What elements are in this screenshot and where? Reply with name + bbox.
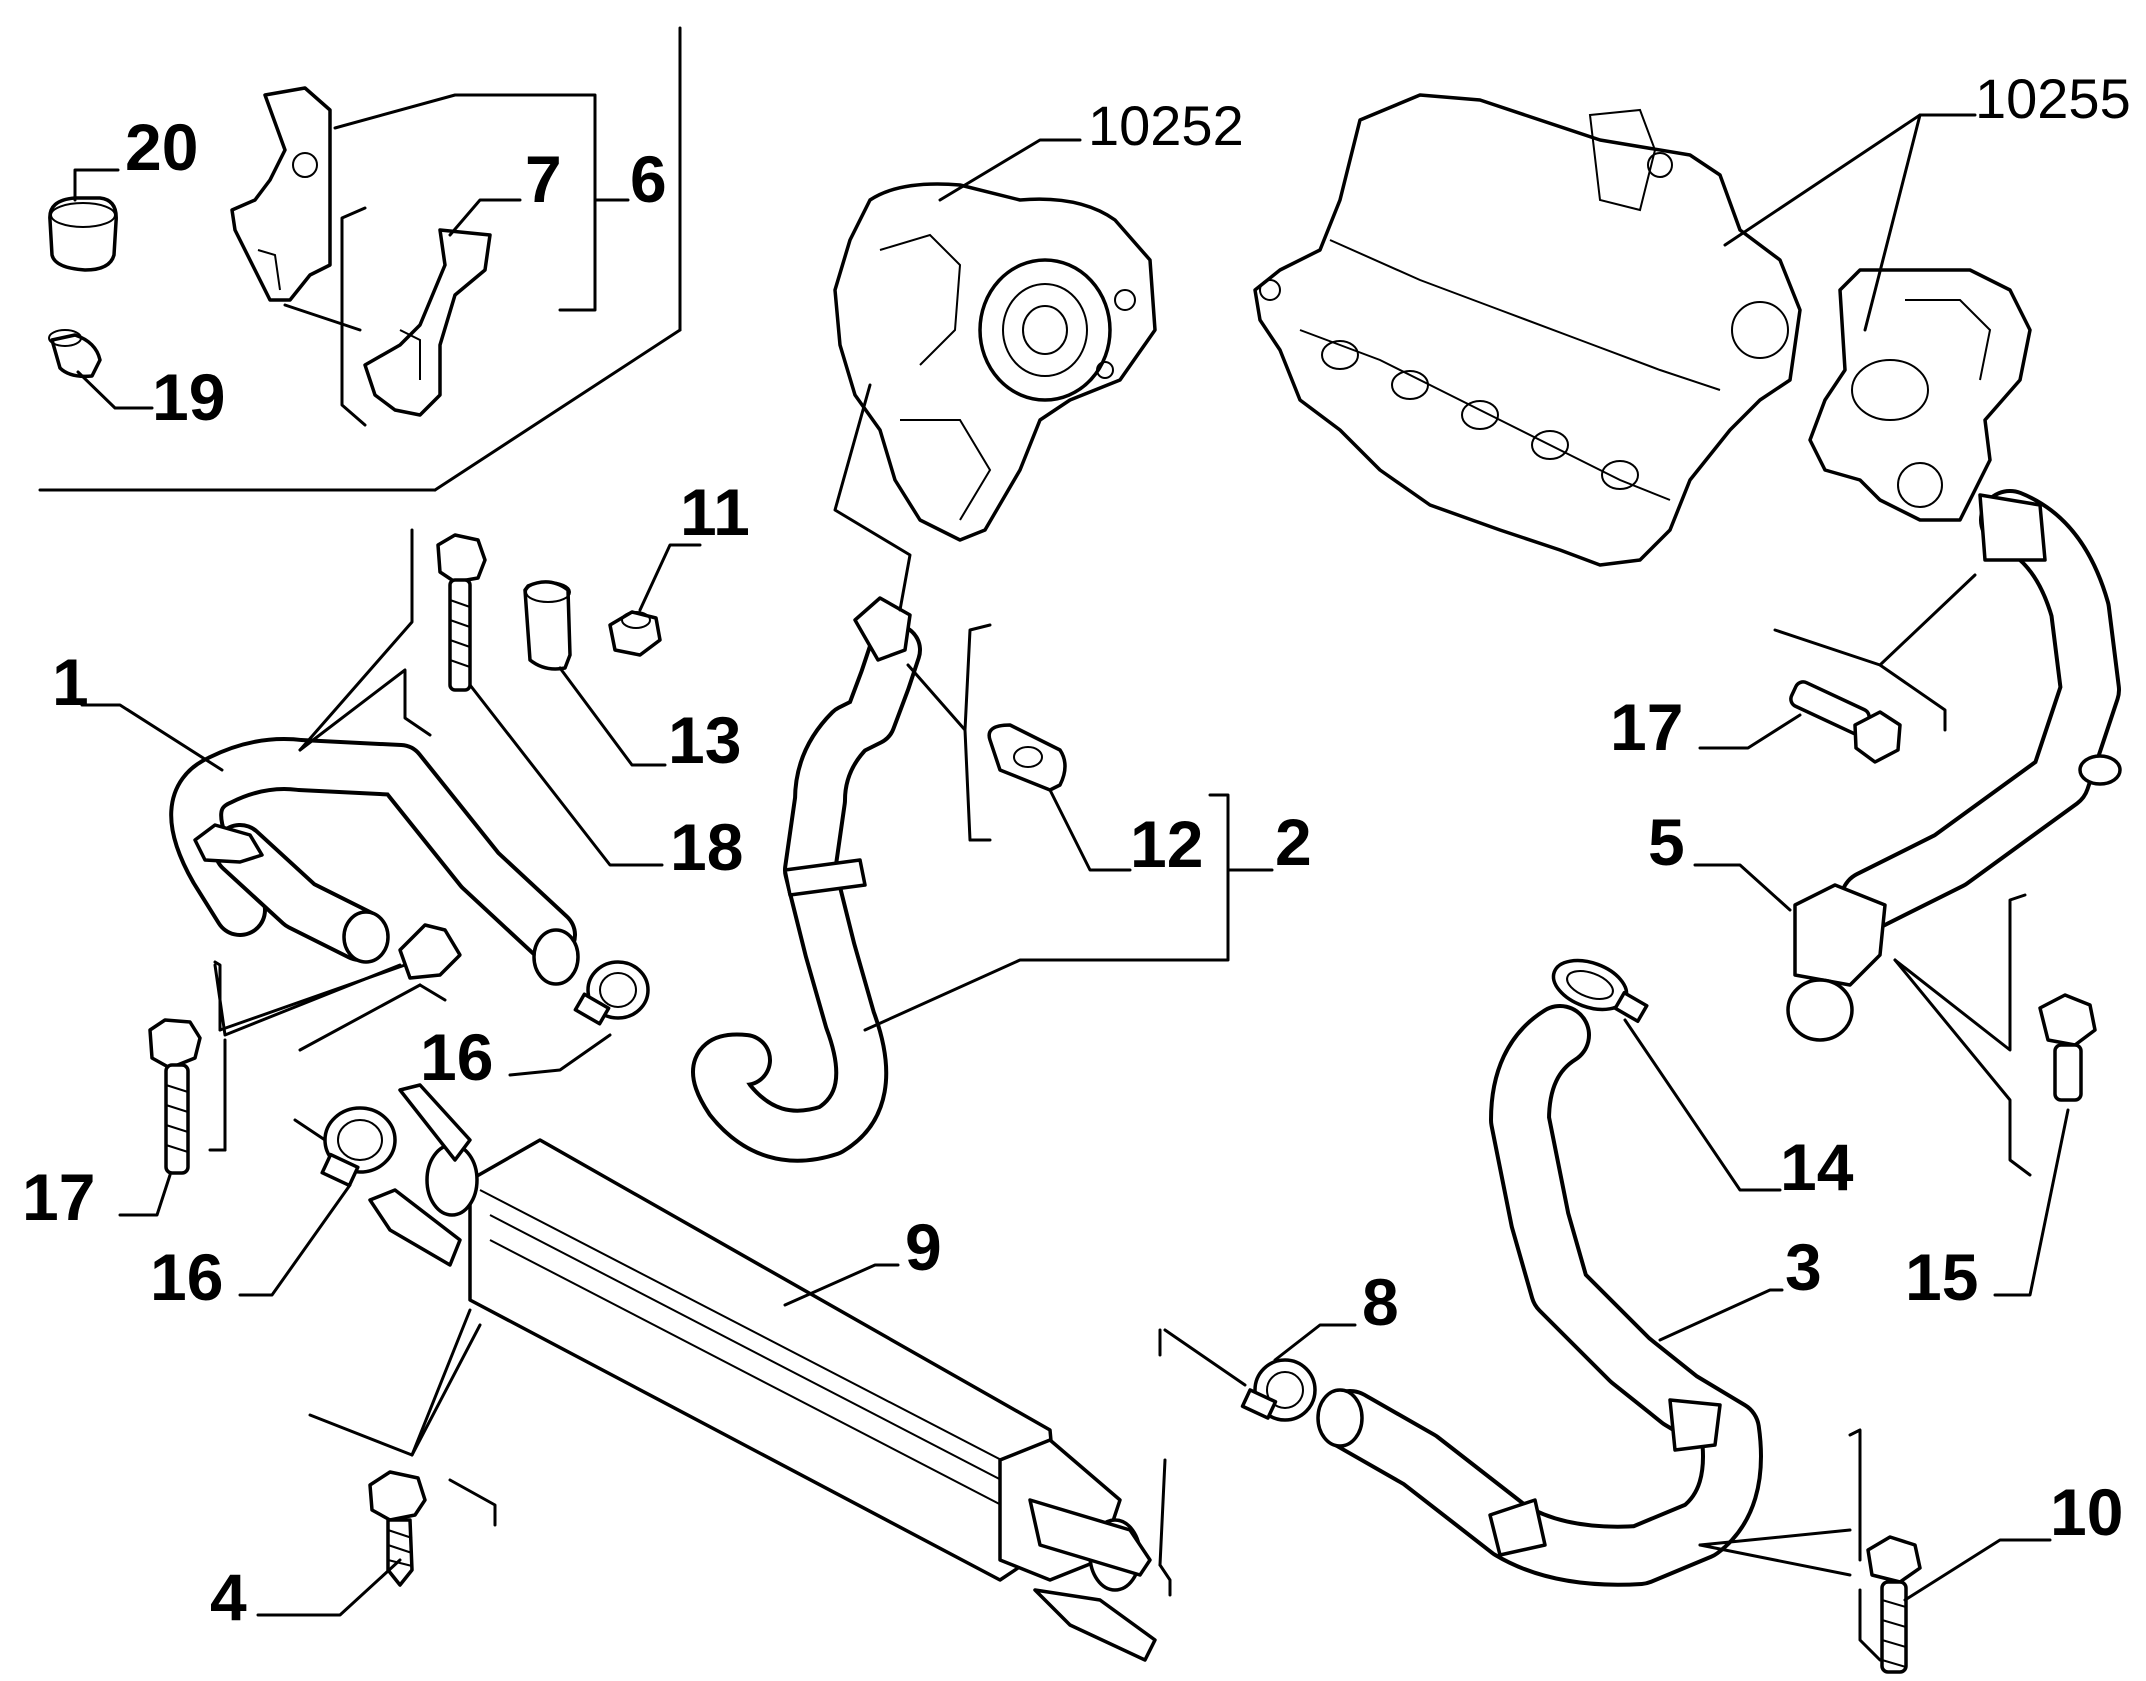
clamp-8 — [1240, 1358, 1317, 1422]
callout-19: 19 — [152, 360, 225, 434]
callout-16-lower: 16 — [150, 1240, 223, 1314]
bracket-6-7-leaders — [283, 93, 630, 427]
sleeve-13 — [523, 580, 572, 671]
callout-18: 18 — [670, 810, 743, 884]
leader-10252 — [938, 138, 1082, 202]
sleeve-part — [48, 329, 102, 379]
callout-16-upper: 16 — [420, 1020, 493, 1094]
callout-13: 13 — [668, 703, 741, 777]
screw-4 — [368, 1470, 427, 1587]
leader-11 — [638, 543, 702, 612]
leader-19 — [76, 370, 154, 410]
leader-20 — [73, 168, 120, 202]
leader-15 — [1893, 893, 2070, 1297]
callout-11: 11 — [680, 475, 750, 549]
callout-2: 2 — [1275, 805, 1312, 879]
clamp-16-upper — [573, 960, 650, 1026]
callout-10252: 10252 — [1088, 94, 1244, 157]
callout-15: 15 — [1905, 1240, 1978, 1314]
callout-20: 20 — [125, 110, 198, 184]
leader-10255 — [1723, 113, 1977, 332]
intercooler-9 — [368, 1083, 1157, 1662]
leader-16-lower — [238, 1118, 352, 1297]
callout-12: 12 — [1130, 807, 1203, 881]
egr-valve — [1808, 268, 2032, 522]
hose-5 — [1786, 489, 2122, 1042]
leader-10 — [1848, 1428, 2052, 1662]
callout-5: 5 — [1648, 805, 1685, 879]
leader-9 — [783, 1263, 1172, 1597]
callout-8: 8 — [1362, 1265, 1399, 1339]
bushing-part — [48, 196, 118, 272]
turbocharger-assembly — [833, 182, 1157, 542]
callout-10255: 10255 — [1975, 67, 2131, 130]
callout-4: 4 — [210, 1560, 247, 1634]
leader-17-right — [1698, 713, 1802, 750]
gasket-12 — [987, 723, 1067, 792]
leader-1 — [80, 528, 432, 772]
inset-frame — [38, 26, 682, 492]
leader-17-left — [118, 960, 447, 1217]
callout-9: 9 — [905, 1210, 942, 1284]
hose-2 — [691, 596, 922, 1163]
leader-16-upper — [508, 1033, 612, 1077]
leader-14 — [1623, 1018, 1782, 1192]
nut-11 — [608, 610, 662, 657]
clamp-16-lower — [320, 1106, 397, 1188]
callout-7: 7 — [525, 142, 562, 216]
leader-8 — [1158, 1323, 1357, 1387]
hose-1 — [169, 737, 580, 986]
leader-12 — [906, 623, 1132, 872]
callout-17-left: 17 — [22, 1160, 95, 1234]
bolt-17-left — [148, 1018, 202, 1175]
leader-2 — [833, 383, 1274, 1032]
bolt-18 — [436, 533, 487, 692]
callout-17-right: 17 — [1610, 690, 1683, 764]
callout-1: 1 — [52, 645, 89, 719]
bracket-part — [230, 86, 332, 302]
callout-10: 10 — [2050, 1475, 2123, 1549]
leader-18 — [468, 683, 664, 867]
clamp-14 — [1551, 958, 1649, 1024]
hose-3 — [1316, 1004, 1763, 1587]
bolt-17-right — [1789, 680, 1902, 764]
bracket-clip-part — [363, 228, 492, 417]
callout-6: 6 — [630, 142, 667, 216]
intake-manifold — [1253, 93, 1802, 567]
callout-14: 14 — [1780, 1130, 1854, 1204]
bolt-10 — [1866, 1535, 1922, 1674]
leader-4 — [256, 1308, 497, 1617]
leader-5 — [1693, 573, 1977, 912]
callout-3: 3 — [1785, 1230, 1822, 1304]
leader-13 — [558, 666, 667, 767]
leader-3 — [1658, 1288, 1852, 1577]
bolt-15 — [2038, 993, 2097, 1102]
